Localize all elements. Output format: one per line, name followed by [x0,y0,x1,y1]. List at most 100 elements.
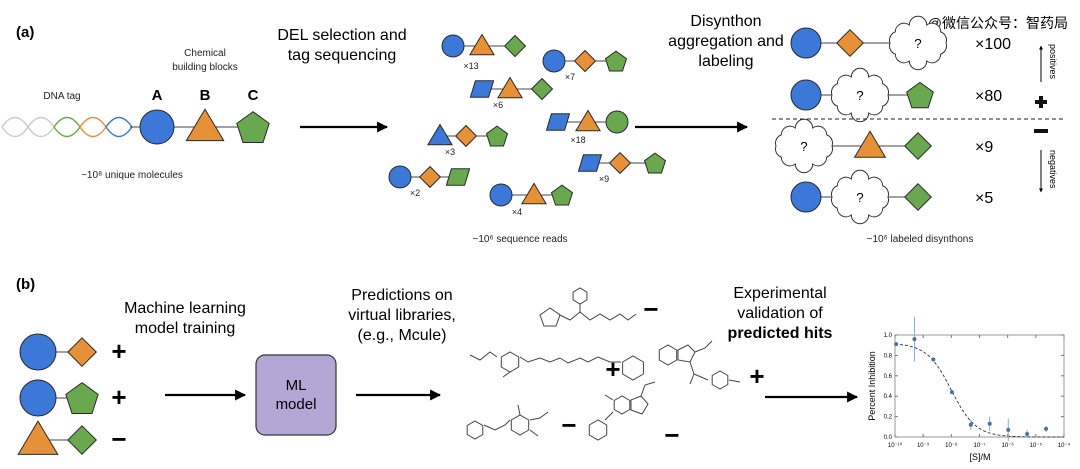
minus-label: − [111,424,126,454]
validation-title-2: validation of [737,305,823,322]
ml-model-label-2: model [276,396,317,413]
negatives-label: negatives [1048,150,1058,189]
diamond-block-icon [67,337,98,368]
building-blocks-label-2: building blocks [172,62,238,73]
circle-block-icon [441,34,465,58]
dna-strand [53,126,81,138]
diamond-block-icon [67,425,98,456]
parallelogram-block-icon [545,113,571,131]
block-b-letter: B [200,87,211,104]
ml-model-label-1: ML [286,377,307,394]
watermark: @微信公众号：智药局 [928,15,1068,31]
plus-label: + [605,354,620,384]
bond [640,381,656,397]
step2-title-2: aggregation and [668,33,784,50]
diamond-block-icon [503,34,527,58]
y-tick-label: 0.2 [884,415,893,421]
x-tick-label: 10⁻⁷ [973,442,985,449]
bond [529,429,539,437]
ring [677,344,696,363]
triangle-block-icon [469,33,495,56]
dna-strand [53,116,81,128]
triangle-block-icon [853,130,887,158]
plus-icon [1035,96,1047,108]
disynthon-row: ?×5 [790,169,993,225]
predictions-title-3: (e.g., Mcule) [358,327,447,344]
validation-title-1: Experimental [733,285,826,302]
ring [711,370,729,390]
circle-block-icon [19,333,57,371]
circle-block-icon [790,181,822,213]
parallelogram-block-icon [445,168,471,186]
minus-icon [1034,129,1048,133]
dna-strand [79,126,107,138]
plus-label: + [749,361,764,391]
training-examples: ++− [17,333,127,456]
pentagon-block-icon [236,111,270,143]
prediction-labels: −++−− [561,294,764,450]
diamond-block-icon [454,124,478,148]
plot-area [894,334,1065,438]
diamond-block-icon [418,165,442,189]
sequence-read: ×6 [469,76,554,110]
parallelogram-block-icon [577,154,603,172]
sequence-read: ×9 [577,151,667,184]
bond [694,340,713,353]
bond [579,311,637,321]
bond [529,411,549,421]
dna-tag-label: DNA tag [43,91,80,102]
ring [500,351,520,373]
read-count: ×9 [599,174,609,184]
dna-strand [105,126,133,138]
diamond-block-icon [608,151,632,175]
diamond-block-icon [835,28,865,58]
training-title-1: Machine learning [124,300,246,317]
read-count: ×4 [512,207,522,217]
pentagon-block-icon [65,382,99,414]
panel-b: (b) Machine learning model training ++− … [16,276,1071,462]
diamond-block-icon [530,77,554,101]
step1-title-1: DEL selection and [277,27,406,44]
ring [572,287,588,305]
dna-strand [27,116,55,128]
dna-helix [1,116,133,138]
unknown-mark: ? [800,139,807,154]
bond [728,379,741,383]
read-count: ×18 [570,135,585,145]
data-point [1006,427,1011,432]
disynthon-count: ×100 [975,36,1011,53]
sequence-reads: ×13×7×6×18×3×2×9×4 [388,33,667,217]
predictions-title-1: Predictions on [351,287,452,304]
unknown-mark: ? [856,88,863,103]
training-title-2: model training [135,320,236,337]
unknown-mark: ? [856,190,863,205]
sequence-read: ×4 [489,182,574,217]
ring [466,420,484,440]
fit-curve [894,343,1064,438]
ring [588,419,608,441]
data-point [968,422,973,427]
x-tick-label: 10⁻⁹ [917,442,930,449]
bond [502,371,511,378]
y-tick-label: 0.0 [884,435,893,441]
pentagon-block-icon [906,81,934,109]
triangle-block-icon [497,76,523,99]
disynthon-row: ? ×100 [790,15,1011,71]
training-example: − [17,420,127,456]
training-example: + [19,333,127,371]
bond [604,394,614,401]
x-tick-label: 10⁻⁶ [1002,442,1015,449]
cloud-unknown-icon [889,15,947,71]
dna-strand [27,126,55,138]
chart-xlabel: [S]/M [969,452,990,462]
unknown-mark: ? [914,36,921,51]
disynthon-row: ?×9 [775,118,993,174]
y-tick-label: 0.4 [884,394,893,400]
panel-b-label: (b) [16,276,35,293]
read-count: ×13 [463,61,478,71]
ml-model-box: ML model [255,354,337,436]
ring [622,355,644,381]
sequence-read: ×13 [441,33,527,71]
labeled-disynthons-label: ~10⁶ labeled disynthons [867,234,974,245]
